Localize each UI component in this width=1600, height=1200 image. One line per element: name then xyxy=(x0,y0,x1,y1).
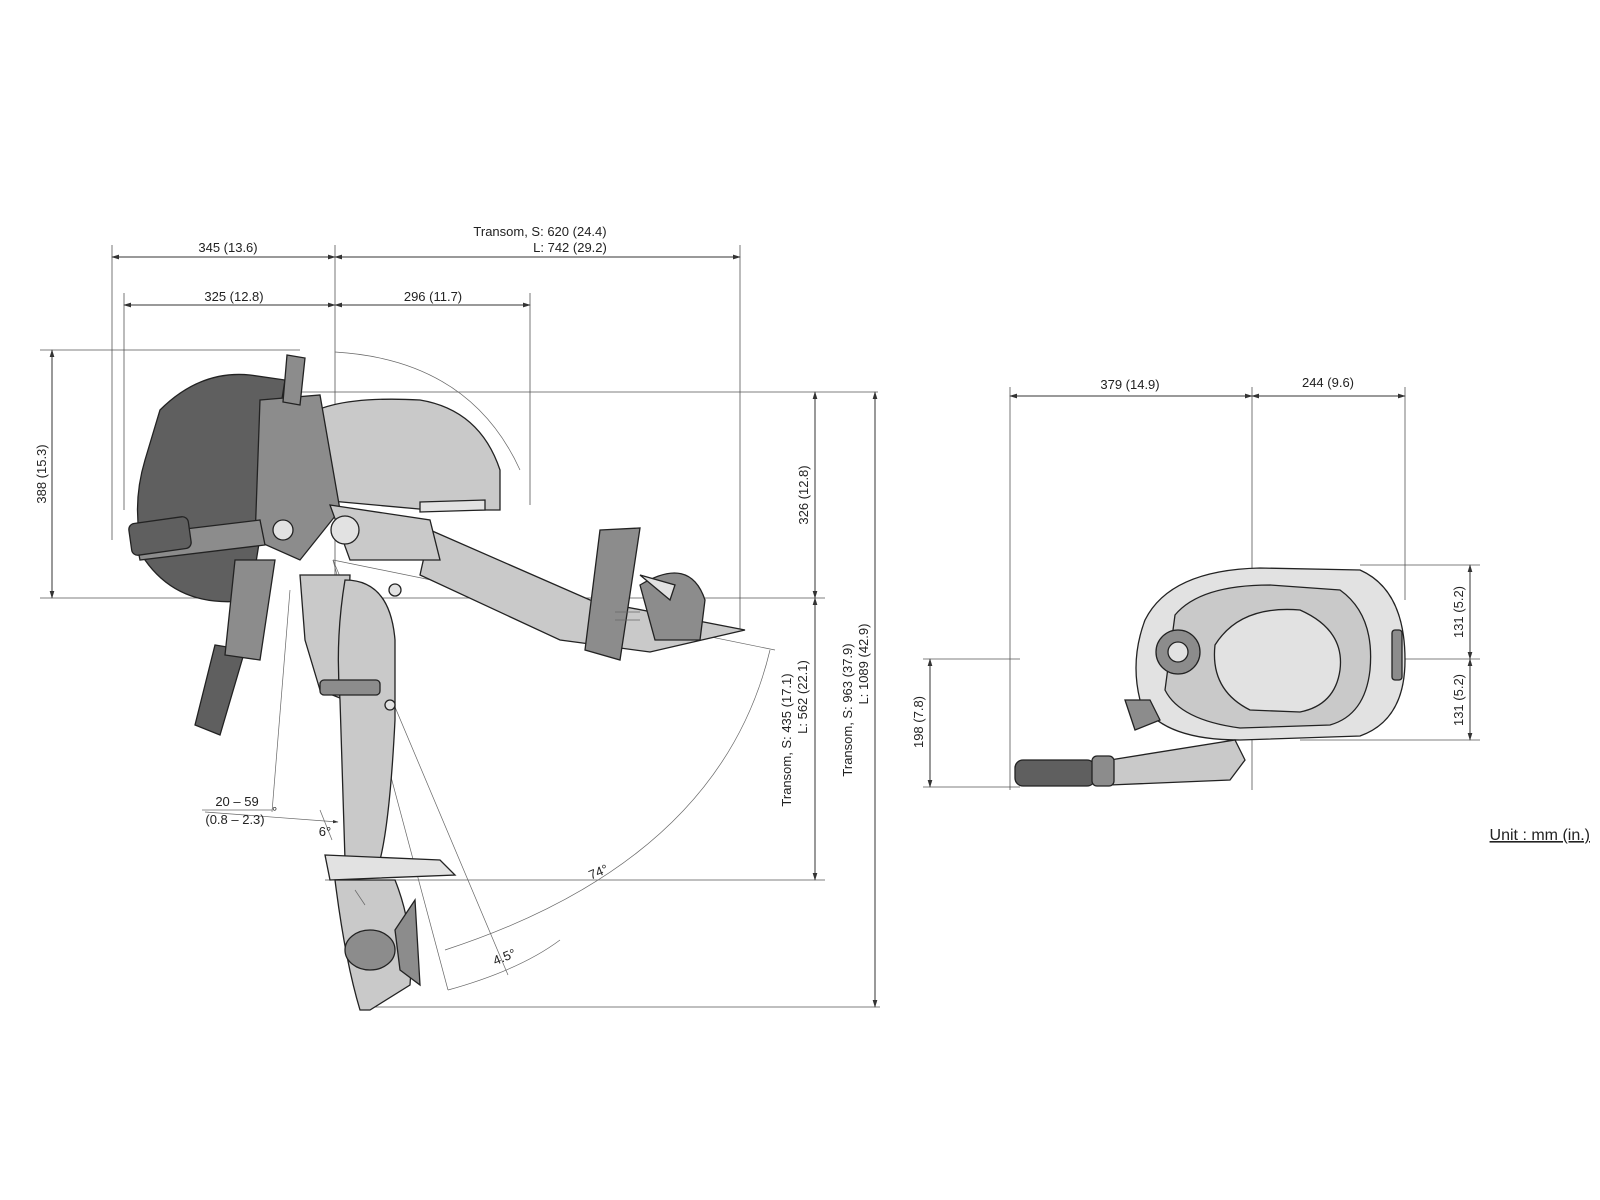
dim-tiller-offset: 198 (7.8) xyxy=(911,696,926,748)
unit-note: Unit : mm (in.) xyxy=(1490,827,1590,844)
dim-cowl-height: 326 (12.8) xyxy=(796,465,811,524)
dim-trim-range-in: (0.8 – 2.3) xyxy=(205,812,264,827)
side-view: 345 (13.6) Transom, S: 620 (24.4) L: 742… xyxy=(34,224,880,1011)
dim-transom-s: Transom, S: 620 (24.4) xyxy=(473,224,606,239)
dim-clamp-to-rear: 296 (11.7) xyxy=(404,289,462,304)
dim-tilt-step: 4.5° xyxy=(491,946,518,969)
engine-side-profile xyxy=(128,354,501,1011)
top-view: 379 (14.9) 244 (9.6) 131 (5.2) 131 (5.2)… xyxy=(911,375,1480,790)
dim-half-lower: 131 (5.2) xyxy=(1451,674,1466,726)
top-view-labels: 379 (14.9) 244 (9.6) 131 (5.2) 131 (5.2)… xyxy=(911,375,1466,748)
dim-transom-l: L: 742 (29.2) xyxy=(533,240,607,255)
engine-top-profile xyxy=(1014,567,1406,787)
dim-overall-l: L: 1089 (42.9) xyxy=(856,624,871,705)
side-view-labels: 345 (13.6) Transom, S: 620 (24.4) L: 742… xyxy=(34,224,871,968)
dim-overall-s: Transom, S: 963 (37.9) xyxy=(840,643,855,776)
dim-shaft-s: Transom, S: 435 (17.1) xyxy=(779,673,794,806)
dim-shaft-l: L: 562 (22.1) xyxy=(795,660,810,734)
dim-right-width: 244 (9.6) xyxy=(1302,375,1354,390)
dim-trim-angle: 6° xyxy=(319,824,331,839)
dim-overall-front: 345 (13.6) xyxy=(198,240,257,255)
dim-left-width: 379 (14.9) xyxy=(1100,377,1159,392)
dim-trim-range: 20 – 59 xyxy=(215,794,258,809)
dim-tilted-height: 388 (15.3) xyxy=(34,444,49,503)
dim-front-to-clamp: 325 (12.8) xyxy=(204,289,263,304)
dim-trim-range-deg: ° xyxy=(272,804,277,819)
dim-half-upper: 131 (5.2) xyxy=(1451,586,1466,638)
side-view-dimension-lines xyxy=(40,245,880,1008)
tilted-engine-outline xyxy=(419,527,746,661)
dim-tilt-angle: 74° xyxy=(586,861,610,882)
